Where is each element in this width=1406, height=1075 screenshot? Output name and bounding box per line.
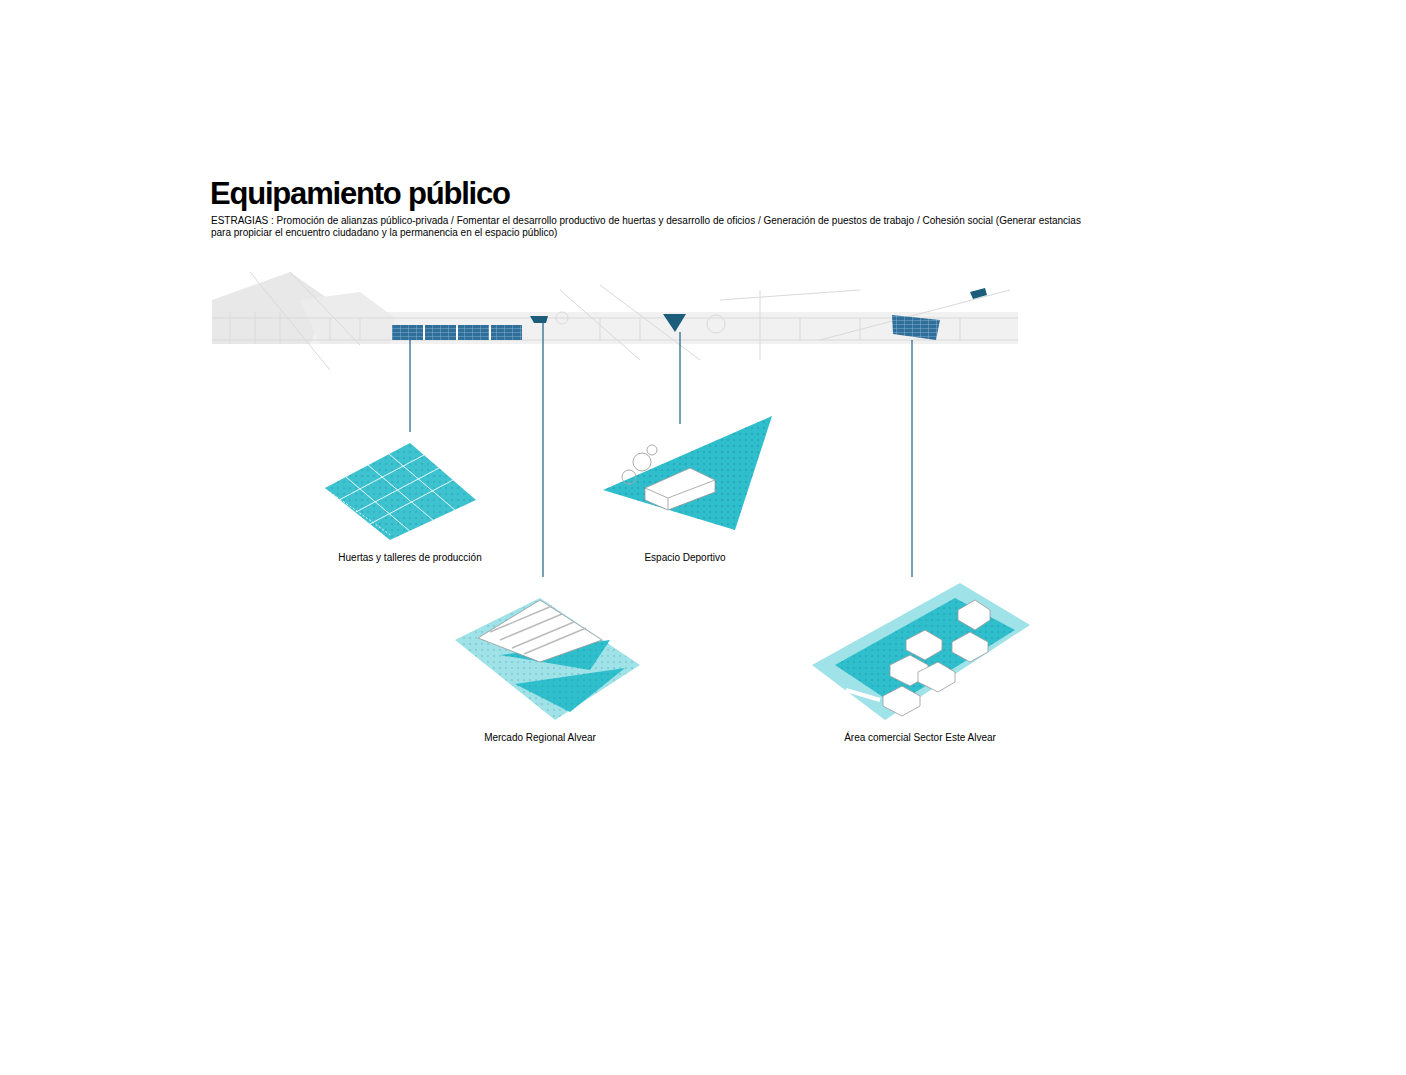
plan-label: Área comercial Sector Este Alvear xyxy=(796,732,1044,744)
plan-label: Espacio Deportivo xyxy=(586,552,784,564)
plan-node: Área comercial Sector Este Alvear xyxy=(796,580,1044,744)
mercado-drawing xyxy=(455,598,640,720)
plan-label: Mercado Regional Alvear xyxy=(436,732,644,744)
site-map xyxy=(212,272,1018,370)
deportivo-drawing xyxy=(603,416,772,530)
plan-node: Espacio Deportivo xyxy=(586,412,784,564)
plan-node: Mercado Regional Alvear xyxy=(436,594,644,744)
leader-lines xyxy=(410,323,912,577)
plan-label: Huertas y talleres de producción xyxy=(306,552,514,564)
plan-node: Huertas y talleres de producción xyxy=(306,438,514,564)
title: Equipamiento público xyxy=(210,176,510,212)
huertas-drawing xyxy=(325,443,476,540)
strategy-note: ESTRAGIAS : Promoción de alianzas públic… xyxy=(211,215,1091,239)
comercial-drawing xyxy=(812,583,1030,720)
